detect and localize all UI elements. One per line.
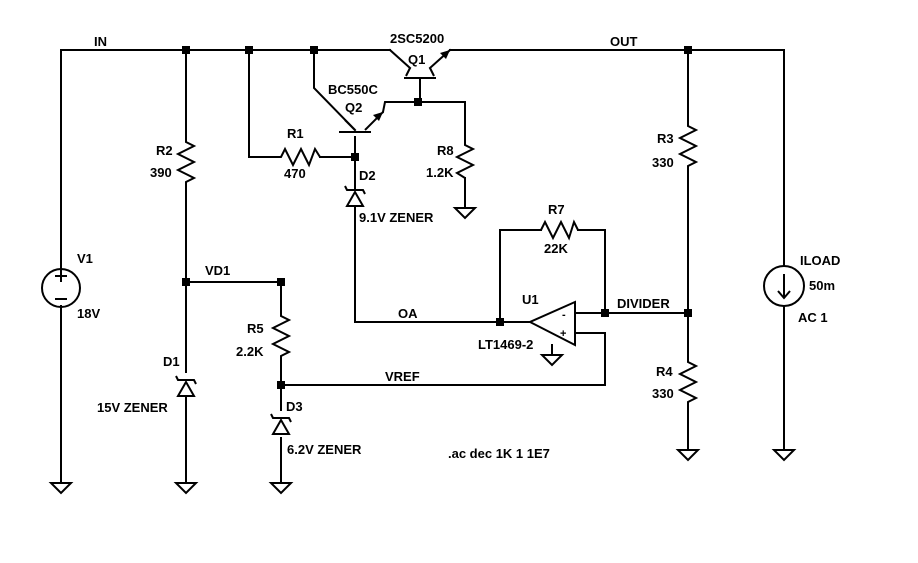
ground-icon — [173, 482, 199, 495]
r4-value: 330 — [652, 386, 674, 401]
junction-dot — [277, 278, 285, 286]
r3-ref: R3 — [657, 131, 674, 146]
resistor-r1 — [277, 146, 321, 168]
opamp-u1: - + — [527, 300, 576, 347]
r8-value: 1.2K — [426, 165, 454, 180]
wire-vref — [280, 332, 606, 386]
ground-icon — [675, 449, 701, 462]
q1-ref: Q1 — [408, 52, 425, 67]
u1-ref: U1 — [522, 292, 539, 307]
transistor-q2 — [339, 111, 384, 133]
r7-value: 22K — [544, 241, 568, 256]
junctions — [182, 46, 692, 389]
junction-dot — [601, 309, 609, 317]
junction-dot — [351, 153, 359, 161]
junction-dot — [684, 309, 692, 317]
r5-ref: R5 — [247, 321, 264, 336]
junction-dot — [182, 278, 190, 286]
resistor-r5 — [270, 310, 292, 362]
u1-value: LT1469-2 — [478, 337, 533, 352]
r3-value: 330 — [652, 155, 674, 170]
ground-icon — [771, 449, 797, 462]
d2-value: 9.1V ZENER — [359, 210, 434, 225]
junction-dot — [684, 46, 692, 54]
junction-dot — [245, 46, 253, 54]
iload-ac: AC 1 — [798, 310, 828, 325]
resistor-r3 — [677, 120, 699, 172]
q2-ref: Q2 — [345, 100, 362, 115]
transistor-q1 — [404, 50, 450, 79]
wire-q1-collector — [388, 48, 412, 70]
iload-ref: ILOAD — [800, 253, 840, 268]
wire-q2-collector — [313, 49, 357, 132]
ground-icon — [48, 482, 74, 495]
d1-ref: D1 — [163, 354, 180, 369]
voltage-source-v1 — [41, 268, 81, 308]
resistor-r2 — [175, 138, 197, 186]
net-label-divider: DIVIDER — [617, 296, 670, 311]
labels: IN OUT VD1 OA VREF DIVIDER V1 18V R2 390… — [77, 31, 840, 461]
ground-icon — [539, 354, 565, 367]
zener-d2 — [344, 185, 366, 207]
r1-ref: R1 — [287, 126, 304, 141]
resistor-r7 — [540, 219, 579, 241]
ground-icon — [452, 207, 478, 220]
spice-directive: .ac dec 1K 1 1E7 — [448, 446, 550, 461]
junction-dot — [496, 318, 504, 326]
wires — [60, 48, 785, 484]
current-source-iload — [763, 265, 805, 307]
resistor-r8 — [454, 142, 476, 179]
v1-ref: V1 — [77, 251, 93, 266]
wire-out-rail — [449, 49, 785, 266]
r5-value: 2.2K — [236, 344, 264, 359]
zener-diodes — [175, 185, 366, 435]
r8-ref: R8 — [437, 143, 454, 158]
junction-dot — [277, 381, 285, 389]
d3-ref: D3 — [286, 399, 303, 414]
d3-value: 6.2V ZENER — [287, 442, 362, 457]
d1-value: 15V ZENER — [97, 400, 168, 415]
ground-icon — [268, 482, 294, 495]
grounds — [48, 207, 797, 495]
v1-value: 18V — [77, 306, 100, 321]
resistor-r4 — [677, 356, 699, 408]
junction-dot — [310, 46, 318, 54]
wire-vd1 — [185, 281, 282, 311]
r4-ref: R4 — [656, 364, 673, 379]
wire-r7-right — [577, 229, 606, 314]
junction-dot — [182, 46, 190, 54]
opamp-minus: - — [562, 309, 566, 321]
opamp-plus: + — [560, 328, 566, 340]
r7-ref: R7 — [548, 202, 565, 217]
zener-d1 — [175, 375, 197, 397]
zener-d3 — [270, 413, 292, 435]
net-label-vref: VREF — [385, 369, 420, 384]
junction-dot — [414, 98, 422, 106]
net-label-vd1: VD1 — [205, 263, 230, 278]
wire-r7-left — [499, 229, 542, 323]
q2-value: BC550C — [328, 82, 378, 97]
q1-value: 2SC5200 — [390, 31, 444, 46]
wire-q2-emitter — [381, 101, 466, 143]
net-label-oa: OA — [398, 306, 418, 321]
d2-ref: D2 — [359, 168, 376, 183]
wire-r1-left — [248, 49, 278, 158]
r2-value: 390 — [150, 165, 172, 180]
iload-value: 50m — [809, 278, 835, 293]
net-label-out: OUT — [610, 34, 638, 49]
r1-value: 470 — [284, 166, 306, 181]
resistors — [175, 120, 699, 408]
wire-d2-oa — [354, 207, 501, 323]
wire-in-rail — [60, 49, 391, 271]
r2-ref: R2 — [156, 143, 173, 158]
net-label-in: IN — [94, 34, 107, 49]
